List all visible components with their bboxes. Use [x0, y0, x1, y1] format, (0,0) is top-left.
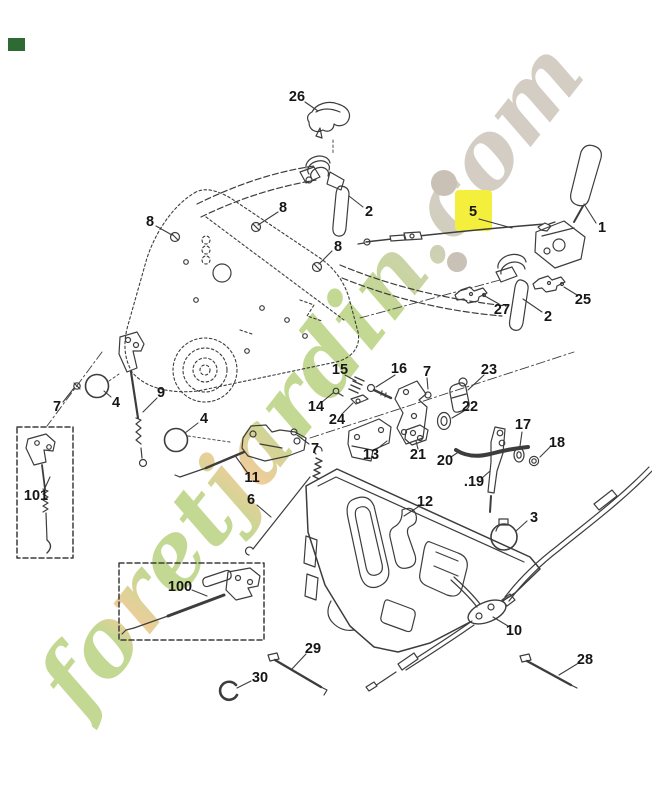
part-label-4[interactable]: 4 — [111, 395, 121, 411]
part-label-5[interactable]: 5 — [468, 204, 478, 220]
part-label-26[interactable]: 26 — [288, 89, 306, 105]
part-label-20[interactable]: 20 — [436, 453, 454, 469]
part-label-17[interactable]: 17 — [514, 417, 532, 433]
part-label-19[interactable]: .19 — [463, 474, 485, 490]
part-label-7[interactable]: 7 — [422, 364, 432, 380]
part-label-100[interactable]: 100 — [167, 579, 193, 595]
part-label-4[interactable]: 4 — [199, 411, 209, 427]
part-label-2[interactable]: 2 — [543, 309, 553, 325]
part-label-11[interactable]: 11 — [244, 470, 260, 486]
corner-mark — [8, 38, 25, 51]
part-label-25[interactable]: 25 — [574, 292, 592, 308]
part-label-8[interactable]: 8 — [278, 200, 288, 216]
part-label-1[interactable]: 1 — [597, 220, 607, 236]
part-label-28[interactable]: 28 — [576, 652, 594, 668]
part-label-15[interactable]: 15 — [331, 362, 349, 378]
part-label-3[interactable]: 3 — [529, 510, 539, 526]
part-label-29[interactable]: 29 — [304, 641, 322, 657]
part-label-18[interactable]: 18 — [548, 435, 566, 451]
part-label-2[interactable]: 2 — [364, 204, 374, 220]
part-label-8[interactable]: 8 — [333, 239, 343, 255]
part-label-23[interactable]: 23 — [480, 362, 498, 378]
part-label-7[interactable]: 7 — [52, 399, 62, 415]
part-label-10[interactable]: 10 — [505, 623, 523, 639]
part-label-8[interactable]: 8 — [145, 214, 155, 230]
part-label-14[interactable]: 14 — [307, 399, 325, 415]
part-label-101[interactable]: 101 — [23, 488, 49, 504]
part-label-7[interactable]: 7 — [310, 441, 320, 457]
part-label-16[interactable]: 16 — [390, 361, 408, 377]
part-label-27[interactable]: 27 — [493, 302, 511, 318]
part-label-13[interactable]: 13 — [362, 447, 380, 463]
part-label-30[interactable]: 30 — [251, 670, 269, 686]
part-label-22[interactable]: 22 — [461, 399, 479, 415]
part-label-9[interactable]: 9 — [156, 385, 166, 401]
part-label-21[interactable]: 21 — [409, 447, 427, 463]
part-label-6[interactable]: 6 — [246, 492, 256, 508]
part-label-24[interactable]: 24 — [328, 412, 346, 428]
part-label-12[interactable]: 12 — [416, 494, 434, 510]
